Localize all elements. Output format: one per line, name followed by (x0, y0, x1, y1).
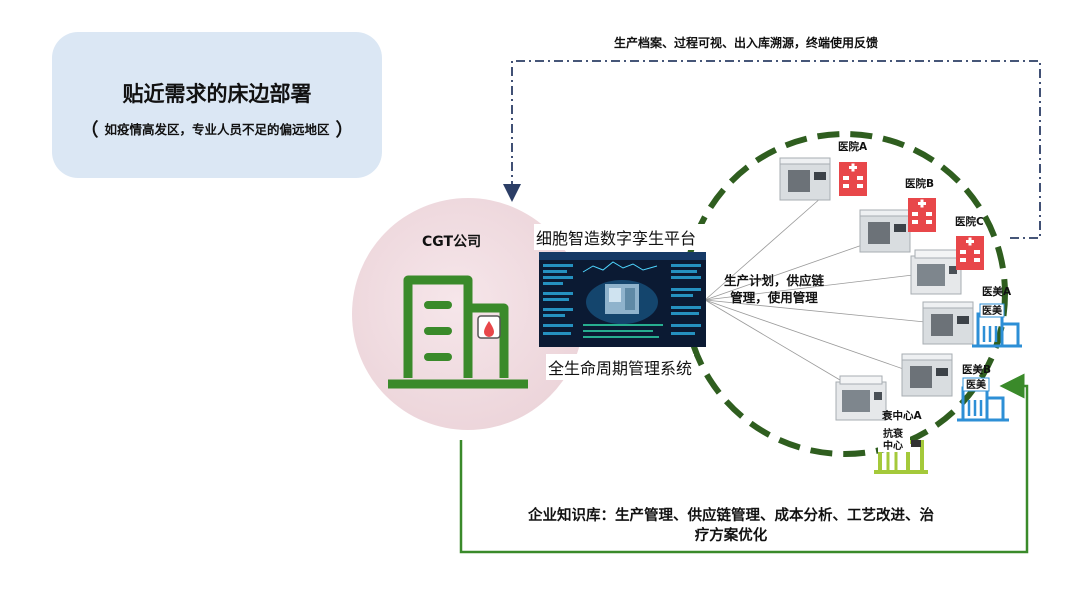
distribution-flow-line2: 管理，使用管理 (730, 290, 818, 305)
callout-subtitle: （ 如疫情高发区，专业人员不足的偏远地区 ） (52, 116, 382, 142)
knowledge-base-label: 企业知识库：生产管理、供应链管理、成本分析、工艺改进、治 疗方案优化 (466, 506, 996, 546)
device-machine-c (910, 249, 962, 295)
deployment-callout: 贴近需求的床边部署 （ 如疫情高发区，专业人员不足的偏远地区 ） (52, 32, 382, 178)
knowledge-base-line1: 企业知识库：生产管理、供应链管理、成本分析、工艺改进、治 (528, 508, 934, 524)
platform-title: 细胞智造数字孪生平台 (534, 224, 734, 250)
distribution-flow-label: 生产计划，供应链 管理，使用管理 (714, 272, 834, 306)
callout-subtitle-text: 如疫情高发区，专业人员不足的偏远地区 (104, 122, 330, 137)
open-paren: （ (80, 120, 99, 141)
anti-aging-badge-line2: 中心 (883, 439, 903, 452)
hospital-icon (908, 198, 936, 232)
clinic-a-badge: 医美 (982, 304, 1003, 317)
clinic-building-icon: 医美 (957, 377, 1009, 422)
anti-aging-center-icon: 抗衰 中心 (874, 426, 928, 474)
node-label-hospital-c: 医院C (955, 216, 984, 228)
close-paren: ） (335, 120, 354, 141)
node-label-hospital-b: 医院B (905, 178, 935, 190)
device-machine-e (901, 353, 953, 397)
device-machine-a (779, 157, 831, 201)
hospital-icon (839, 162, 867, 196)
system-title: 全生命周期管理系统 (546, 354, 695, 380)
node-label-anti-aging-a: 衰中心A (882, 410, 922, 422)
company-building-icon (388, 275, 528, 389)
company-label: CGT公司 (422, 234, 482, 250)
clinic-b-badge: 医美 (966, 378, 987, 391)
knowledge-base-line2: 疗方案优化 (694, 528, 768, 544)
clinic-building-icon: 医美 (972, 303, 1022, 348)
hospital-icon (956, 236, 984, 270)
node-label-hospital-a: 医院A (838, 141, 868, 153)
node-label-clinic-b: 医美B (962, 364, 992, 376)
callout-title: 贴近需求的床边部署 (122, 82, 312, 106)
feedback-flow-label: 生产档案、过程可视、出入库溯源，终端使用反馈 (614, 36, 879, 50)
knowledge-loop-arrow (459, 373, 1029, 554)
distribution-lines (704, 189, 936, 381)
device-machine-f (835, 375, 887, 421)
device-machine-d (922, 301, 974, 345)
anti-aging-badge-line1: 抗衰 (883, 427, 904, 440)
distribution-flow-line1: 生产计划，供应链 (723, 273, 824, 288)
dashboard-screenshot (539, 252, 706, 347)
node-label-clinic-a: 医美A (982, 286, 1012, 298)
feedback-loop-arrow (503, 60, 1041, 239)
